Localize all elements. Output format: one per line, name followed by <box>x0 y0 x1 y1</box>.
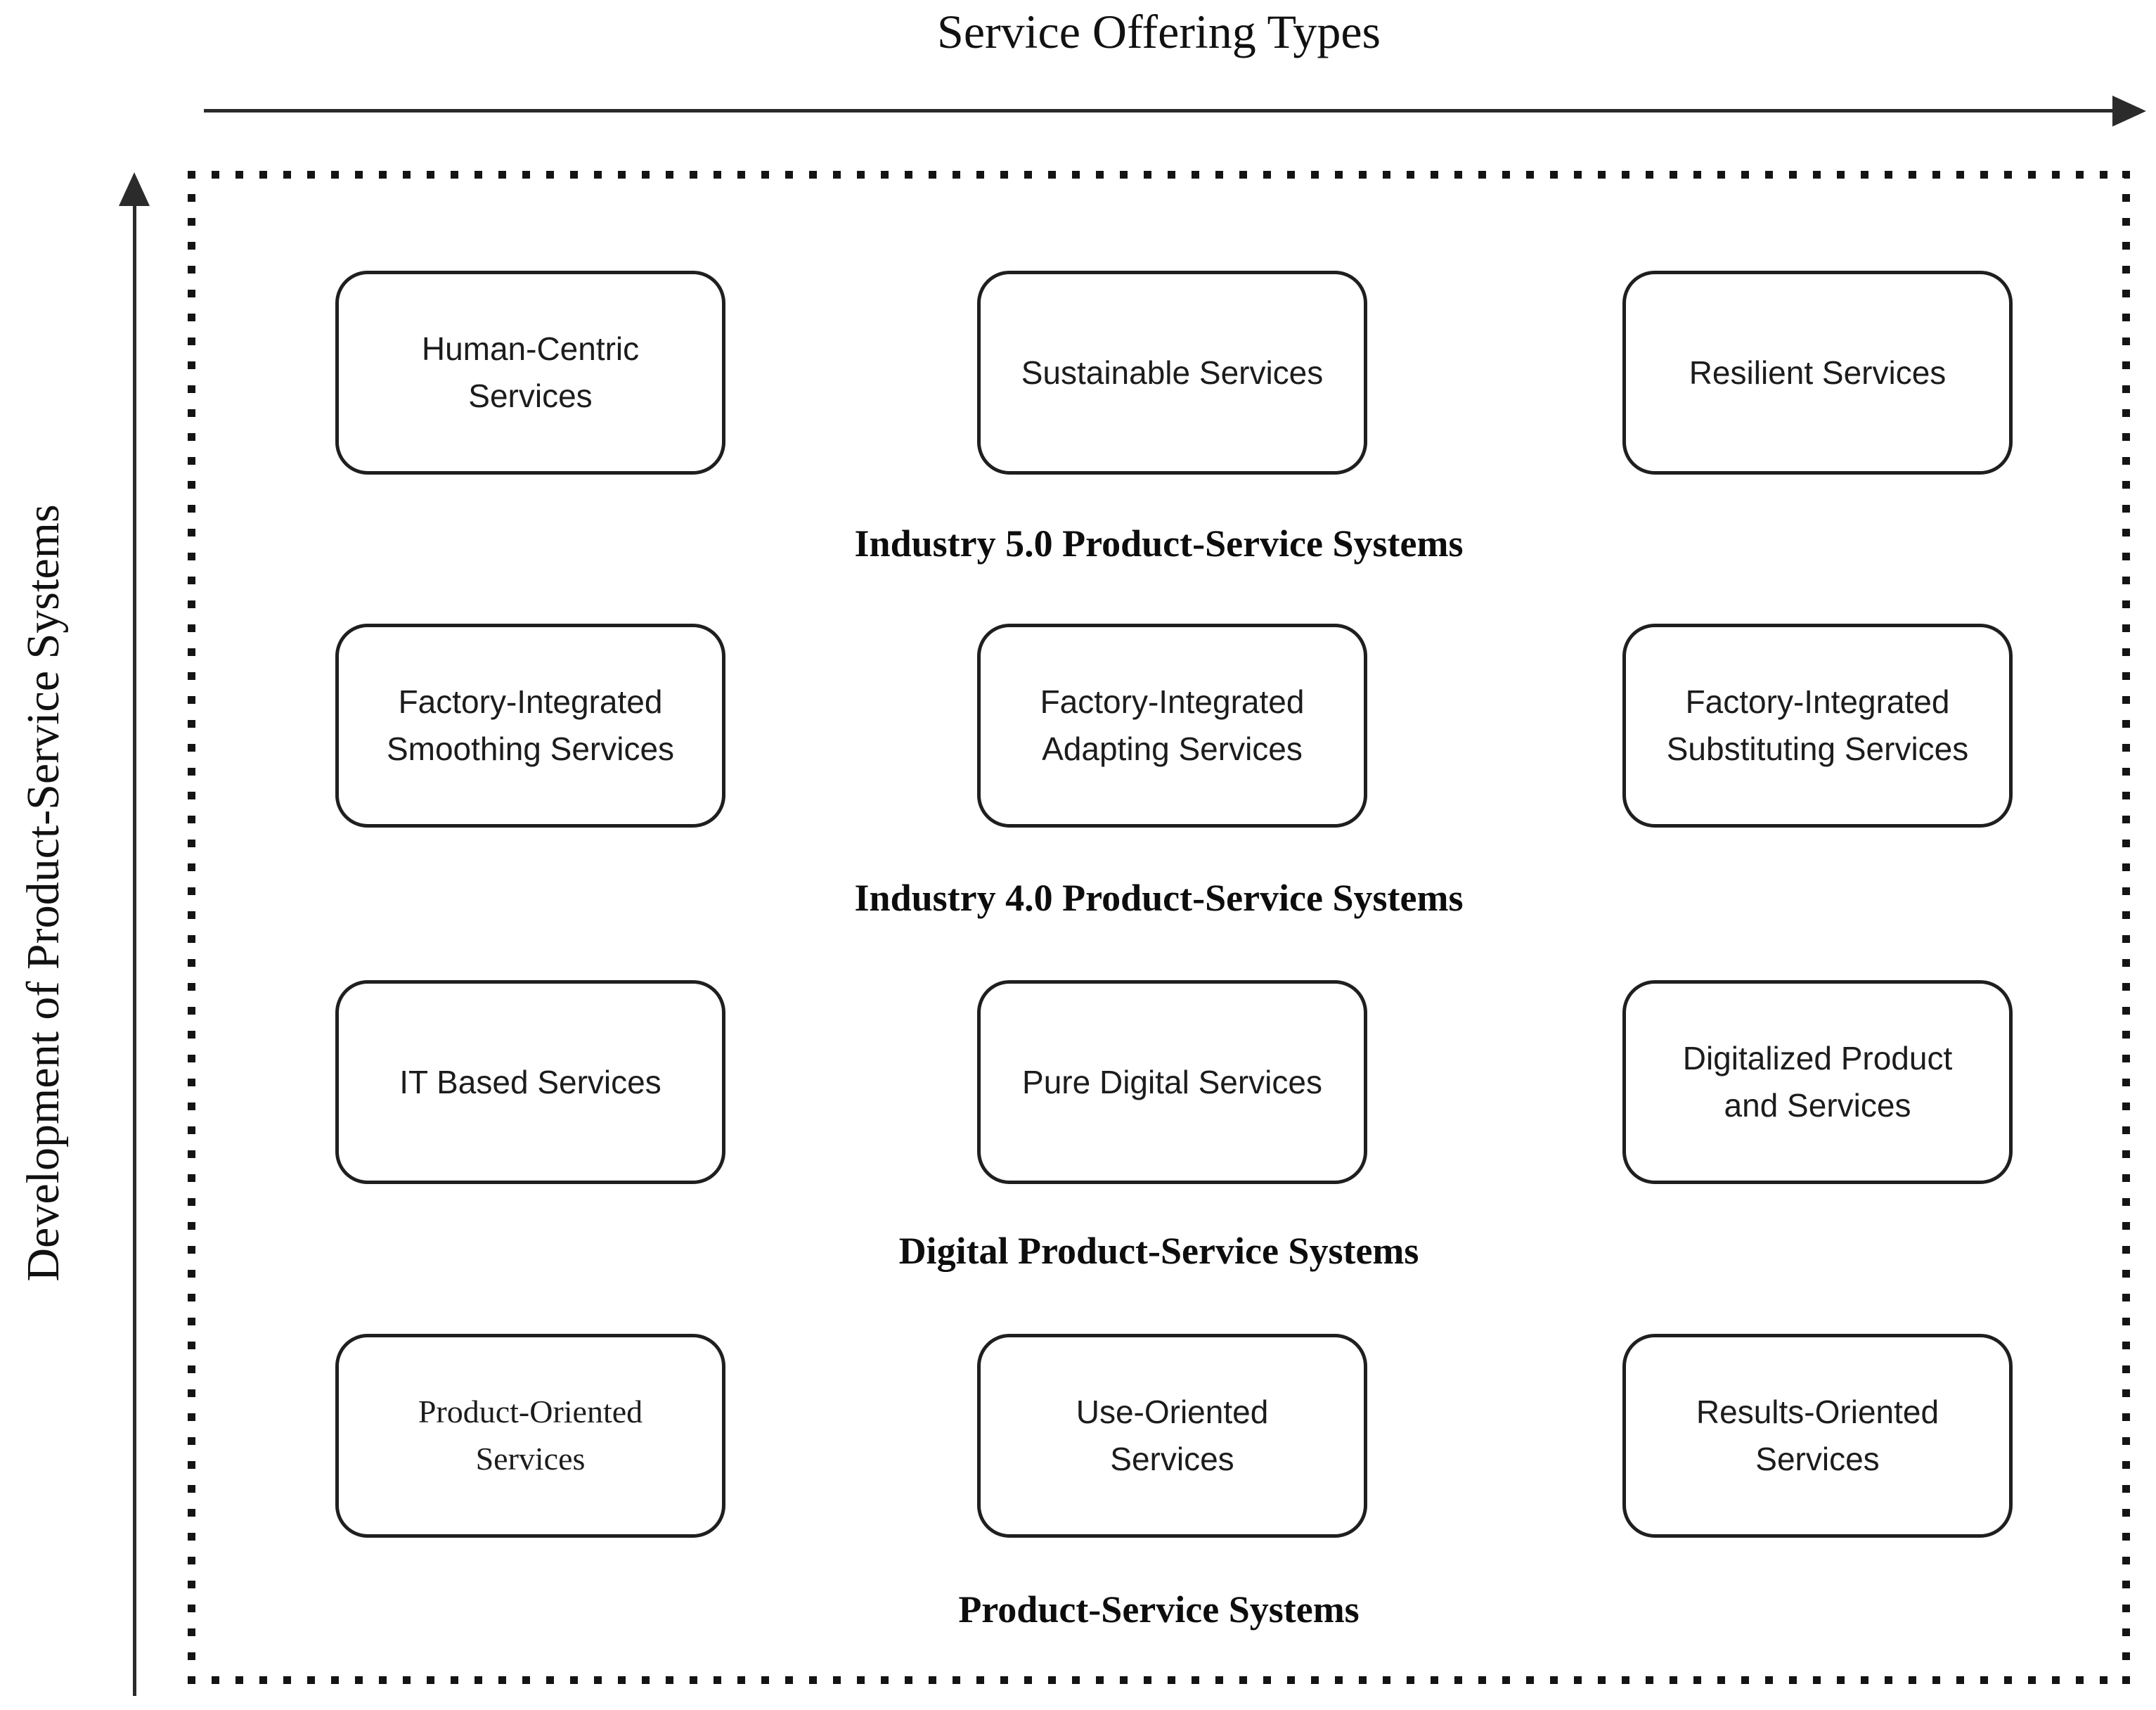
x-axis-title: Service Offering Types <box>937 5 1381 58</box>
service-box-factory-integrated-substituting-services: Factory-Integrated Substituting Services <box>1622 624 2013 828</box>
service-box-label: Factory-Integrated Smoothing Services <box>386 683 675 767</box>
tier-label-pss: Product-Service Systems <box>958 1588 1360 1631</box>
service-box-label: IT Based Services <box>399 1063 661 1100</box>
service-box-label: Pure Digital Services <box>1022 1063 1322 1100</box>
service-box-label: Use-Oriented Services <box>1076 1394 1269 1477</box>
tier-label-industry-4-0-pss: Industry 4.0 Product-Service Systems <box>854 877 1464 919</box>
service-box-label: Human-Centric Services <box>421 330 640 414</box>
service-box-label: Resilient Services <box>1689 354 1947 391</box>
service-box-resilient-services: Resilient Services <box>1622 271 2013 475</box>
x-axis-arrow <box>204 109 2115 112</box>
service-box-label: Factory-Integrated Adapting Services <box>1040 683 1305 767</box>
x-axis-arrowhead-icon <box>2112 96 2146 127</box>
service-box-sustainable-services: Sustainable Services <box>977 271 1367 475</box>
y-axis-arrow <box>133 202 136 1696</box>
y-axis-title: Development of Product-Service Systems <box>18 504 69 1282</box>
service-box-label: Product-Oriented Services <box>418 1394 643 1477</box>
service-box-label: Factory-Integrated Substituting Services <box>1666 683 1969 767</box>
service-box-factory-integrated-adapting-services: Factory-Integrated Adapting Services <box>977 624 1367 828</box>
service-box-human-centric-services: Human-Centric Services <box>335 271 725 475</box>
y-axis-arrowhead-icon <box>119 172 150 206</box>
service-box-use-oriented-services: Use-Oriented Services <box>977 1334 1367 1538</box>
service-box-it-based-services: IT Based Services <box>335 980 725 1184</box>
service-box-digitalized-product-and-services: Digitalized Product and Services <box>1622 980 2013 1184</box>
tier-label-digital-pss: Digital Product-Service Systems <box>898 1230 1419 1272</box>
service-box-pure-digital-services: Pure Digital Services <box>977 980 1367 1184</box>
service-box-label: Digitalized Product and Services <box>1682 1040 1953 1124</box>
service-box-label: Results-Oriented Services <box>1696 1394 1939 1477</box>
service-box-results-oriented-services: Results-Oriented Services <box>1622 1334 2013 1538</box>
tier-label-industry-5-0-pss: Industry 5.0 Product-Service Systems <box>854 522 1464 565</box>
service-box-product-oriented-services: Product-Oriented Services <box>335 1334 725 1538</box>
service-box-factory-integrated-smoothing-services: Factory-Integrated Smoothing Services <box>335 624 725 828</box>
service-box-label: Sustainable Services <box>1021 354 1324 391</box>
